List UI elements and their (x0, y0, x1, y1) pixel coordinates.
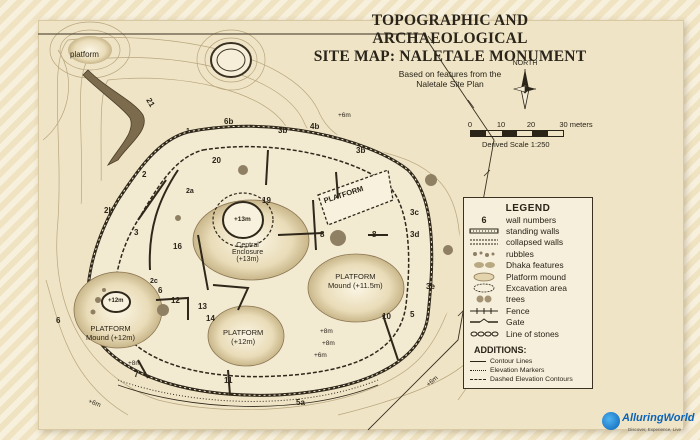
scale-caption: Derived Scale 1:250 (482, 140, 550, 149)
brand-name: AlluringWorld (622, 412, 695, 424)
north-arrow: NORTH (508, 60, 542, 113)
fence-line (38, 33, 495, 430)
scale-tick: 20 (526, 120, 536, 129)
addition-item: Contour Lines (464, 357, 592, 366)
legend-item: Line of stones (464, 328, 592, 339)
map-subtitle-line-1: Based on features from the (398, 69, 502, 79)
wall-number: 6 (56, 316, 61, 325)
scale-bar: 0 10 20 30 meters Derived Scale 1:250 (468, 120, 598, 149)
map-title-line-2: SITE MAP: NALETALE MONUMENT (313, 48, 587, 65)
wall-number: 6b (224, 117, 234, 126)
label-central-enclosure: Central Enclosure (+13m) (232, 242, 264, 263)
wall-number: 3b (278, 126, 288, 135)
legend-box: LEGEND 6 wall numbers standing walls col… (463, 197, 593, 389)
label-platform-mound-east: PLATFORM Mound (+11.5m) (328, 272, 383, 290)
legend-item: trees (464, 294, 592, 305)
wall-number: 4b (310, 122, 320, 131)
north-label: NORTH (512, 60, 538, 67)
wall-number-icon: 6 (481, 214, 487, 225)
elevation-marker: +6m (338, 112, 351, 119)
wall-number: 2b (104, 206, 114, 215)
label-central-top: +13m (234, 216, 251, 223)
wall-number: 2a (186, 188, 194, 195)
collapsed-wall-icon (468, 237, 500, 247)
wall-number: 3e (426, 282, 435, 291)
wall-number: 20 (212, 156, 221, 165)
hill-north-ring (210, 42, 252, 78)
gate-icon (468, 317, 500, 327)
label-platform-nw: platform (70, 50, 99, 59)
central-ring (222, 201, 264, 239)
platform-mound-icon (468, 272, 500, 282)
gully (82, 69, 145, 166)
legend-item: Fence (464, 305, 592, 316)
elevation-marker: +8m (128, 360, 141, 367)
platform-mound-south (207, 305, 285, 367)
legend-item: rubbles (464, 248, 592, 259)
legend-item: Gate (464, 317, 592, 328)
excavation-area-icon (468, 283, 500, 293)
wall-number: 14 (206, 314, 215, 323)
wall-number: 3d (410, 230, 420, 239)
label-platform-south: PLATFORM (+12m) (223, 328, 264, 346)
elevation-marker: +8m (320, 328, 333, 335)
legend-item: collapsed walls (464, 237, 592, 248)
map-subtitle-line-2: Naletale Site Plan (416, 79, 484, 89)
scale-tick: 0 (467, 120, 473, 129)
compass-icon (512, 69, 536, 110)
addition-item: Elevation Markers (464, 366, 592, 375)
label-platform-west-top: +12m (108, 298, 124, 304)
wall-number: 13 (198, 302, 207, 311)
line-of-stones-icon (468, 329, 500, 339)
legend-item: standing walls (464, 225, 592, 236)
label-platform-west: PLATFORM Mound (+12m) (86, 324, 135, 342)
fence-icon (468, 306, 500, 316)
wall-number: 3b (356, 146, 366, 155)
platform-mound-east (307, 253, 405, 323)
legend-item: Excavation area (464, 282, 592, 293)
wall-number: 11 (224, 376, 233, 385)
wall-number: 10 (382, 312, 391, 321)
wall-number: 6 (158, 286, 163, 295)
standing-wall-icon (468, 226, 500, 236)
wall-number: 19 (262, 196, 271, 205)
additions-title: ADDITIONS: (474, 345, 527, 356)
legend-title: LEGEND (505, 203, 551, 214)
hill-nw (68, 36, 112, 64)
map-title-block: TOPOGRAPHIC AND ARCHAEOLOGICAL SITE MAP:… (295, 12, 605, 89)
wall-number: 7 (134, 370, 139, 379)
elevation-marker: +6m (314, 352, 327, 359)
wall-number: 2 (142, 170, 147, 179)
scale-tick: 30 meters (559, 120, 593, 129)
dhaka-feature-icon (468, 260, 500, 270)
wall-number: 5 (410, 310, 415, 319)
wall-number: 8 (372, 230, 377, 239)
wall-number: 5a (296, 398, 305, 407)
rubble-icon (468, 249, 500, 259)
interior-walls (137, 149, 399, 396)
globe-icon (602, 412, 620, 430)
scale-tick: 10 (496, 120, 506, 129)
wall-number: 1 (186, 128, 190, 135)
wall-number: 3c (410, 208, 419, 217)
wall-number: 12 (171, 296, 180, 305)
map-title-line-1: TOPOGRAPHIC AND ARCHAEOLOGICAL (371, 12, 529, 47)
brand-logo: AlluringWorld Discover, Experience, Live (602, 408, 700, 440)
scale-bar-graphic (470, 130, 564, 137)
wall-number: 2c (150, 278, 158, 285)
legend-item: Platform mound (464, 271, 592, 282)
rubble-clusters (90, 165, 453, 316)
elevation-marker: +8m (322, 340, 335, 347)
legend-item: Dhaka features (464, 260, 592, 271)
wall-number: 3 (134, 228, 139, 237)
brand-tagline: Discover, Experience, Live (628, 427, 682, 432)
addition-item: Dashed Elevation Contours (464, 375, 592, 384)
wall-number: 16 (173, 242, 182, 251)
legend-item: 6 wall numbers (464, 214, 592, 225)
wall-number: 8 (320, 230, 325, 239)
tree-icon (468, 294, 500, 304)
map-drawing (38, 21, 495, 430)
platform-east-rect (317, 169, 394, 226)
